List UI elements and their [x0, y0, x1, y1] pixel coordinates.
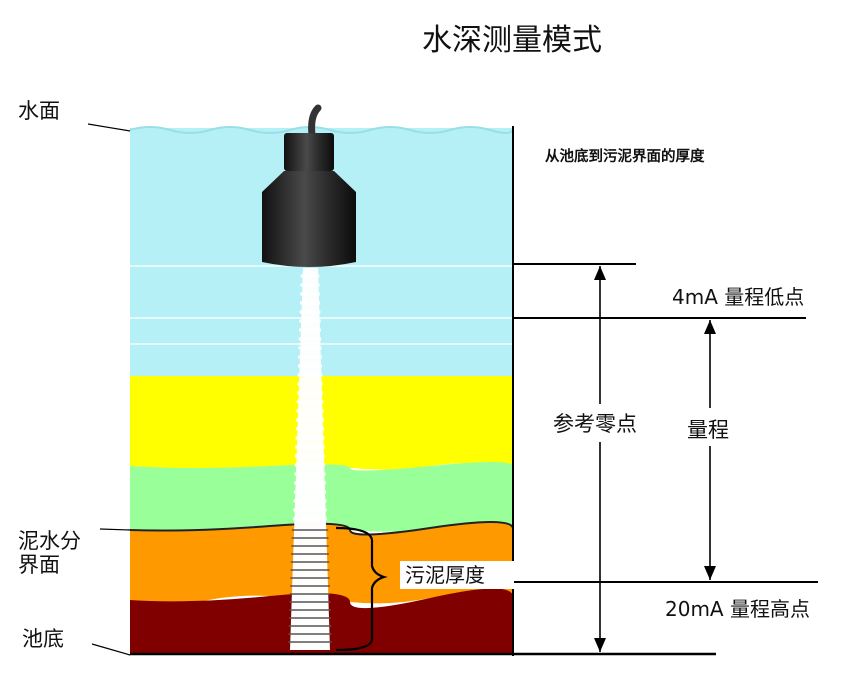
sludge-thickness-label-bg: [400, 561, 514, 589]
sensor-body: [262, 171, 356, 267]
mud-interface-label-line1: 泥水分: [18, 529, 81, 553]
pool-bottom-label: 池底: [22, 627, 64, 651]
range-high-label: 20mA 量程高点: [665, 597, 810, 621]
mud-water-interface-line: [129, 521, 514, 536]
water-surface-label: 水面: [18, 99, 60, 123]
sensor-neck: [284, 133, 334, 171]
reference-zero-arrow: [594, 266, 606, 652]
diagram-title: 水深测量模式: [422, 23, 602, 58]
range-low-label: 4mA 量程低点: [672, 285, 804, 309]
mud-interface-pointer: [99, 528, 131, 531]
sound-beam: [288, 268, 332, 650]
range-label: 量程: [687, 418, 729, 442]
mud-interface-label-line2: 界面: [18, 553, 60, 577]
sludge-thickness-brace: [335, 526, 388, 652]
water-surface-pointer: [87, 123, 131, 132]
description-text: 从池底到污泥界面的厚度: [545, 147, 705, 165]
pool-bottom-pointer: [91, 643, 131, 656]
sludge-thickness-label: 污泥厚度: [405, 563, 485, 587]
sensor-cable: [308, 104, 322, 139]
sensor: [262, 104, 356, 267]
beam-rings: [288, 274, 332, 643]
range-arrow: [704, 320, 716, 580]
reference-zero-label: 参考零点: [553, 412, 637, 436]
water-surface-wave: [129, 126, 514, 134]
